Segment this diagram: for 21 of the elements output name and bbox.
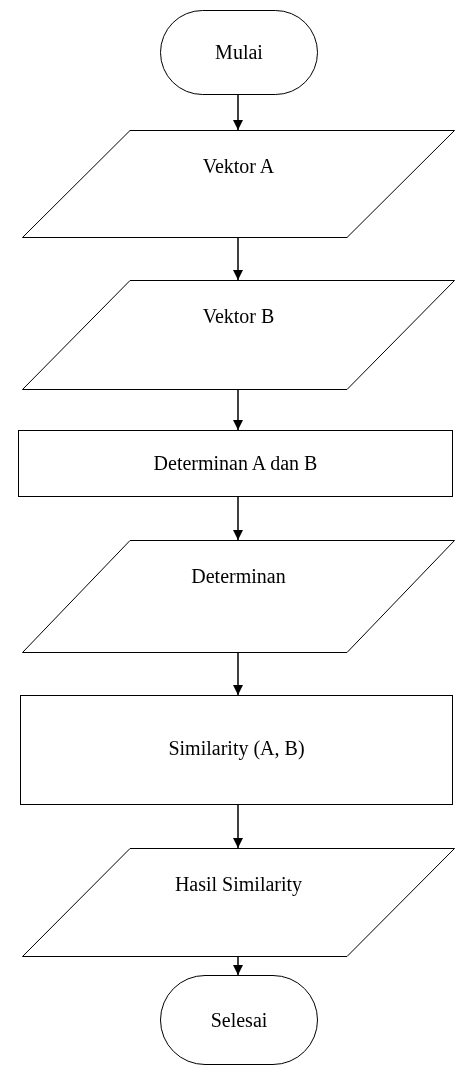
arrow	[233, 94, 243, 131]
node-label: Hasil Similarity	[174, 872, 303, 897]
arrow	[233, 237, 243, 281]
input-output-parallelogram	[22, 280, 455, 390]
arrow	[233, 804, 243, 849]
node-label: Determinan	[191, 564, 286, 589]
arrow	[233, 956, 243, 976]
input-output-parallelogram	[22, 848, 455, 957]
input-output-parallelogram	[22, 130, 455, 238]
process-box	[18, 430, 453, 497]
node-label: Similarity (A, B)	[168, 736, 305, 761]
node-label: Selesai	[210, 1007, 268, 1033]
node-label: Vektor B	[202, 304, 275, 329]
arrow	[233, 389, 243, 431]
arrow	[233, 652, 243, 696]
input-output-parallelogram	[22, 540, 455, 653]
node-label: Vektor A	[202, 154, 275, 179]
node-label: Determinan A dan B	[153, 451, 318, 476]
arrow	[233, 496, 243, 541]
node-label: Mulai	[215, 40, 263, 65]
process-box	[20, 695, 453, 805]
